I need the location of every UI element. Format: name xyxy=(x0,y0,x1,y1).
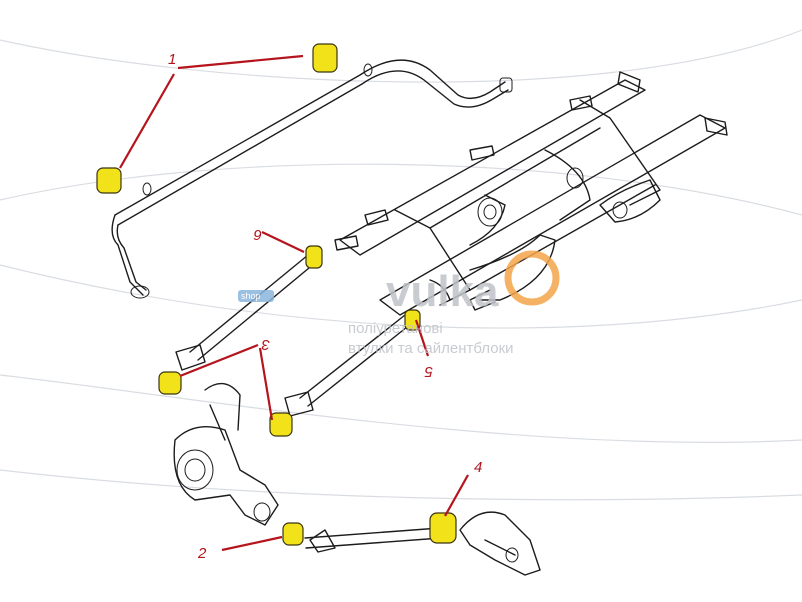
watermark-line1: поліуретанові xyxy=(348,320,443,337)
bushing-3-lower xyxy=(269,412,293,437)
callout-4: 4 xyxy=(474,459,482,476)
link-arm-6 xyxy=(175,245,323,371)
background-arcs xyxy=(0,29,802,501)
rear-subframe xyxy=(334,71,728,316)
callout-1: 1 xyxy=(168,51,176,68)
bushing-4 xyxy=(429,512,457,544)
bushing-2 xyxy=(282,522,304,546)
leader-lines xyxy=(119,54,469,552)
callout-2: 2 xyxy=(197,545,207,562)
stabilizer-bushing-upper xyxy=(312,43,338,73)
watermark-badge-text: shop xyxy=(241,291,261,301)
bushing-6 xyxy=(305,245,323,269)
watermark-line2: втулки та сайлентблоки xyxy=(348,340,514,357)
bushing-3-upper xyxy=(158,371,182,395)
watermark-brand: vulka xyxy=(386,267,499,316)
callout-6: 6 xyxy=(253,226,262,243)
stabilizer-bushing-lower xyxy=(96,167,122,194)
watermark-badge xyxy=(238,290,274,302)
stabilizer-bar xyxy=(111,59,513,299)
watermark-logo-ring xyxy=(504,250,560,306)
lower-arm-4 xyxy=(304,511,541,576)
watermark: shop vulka поліуретанові втулки та сайле… xyxy=(238,250,560,357)
link-arm-5 xyxy=(284,309,421,417)
wheel-knuckle xyxy=(173,382,279,526)
callout-3: 3 xyxy=(261,336,270,353)
bushing-5 xyxy=(404,309,421,331)
callout-5: 5 xyxy=(424,363,433,380)
